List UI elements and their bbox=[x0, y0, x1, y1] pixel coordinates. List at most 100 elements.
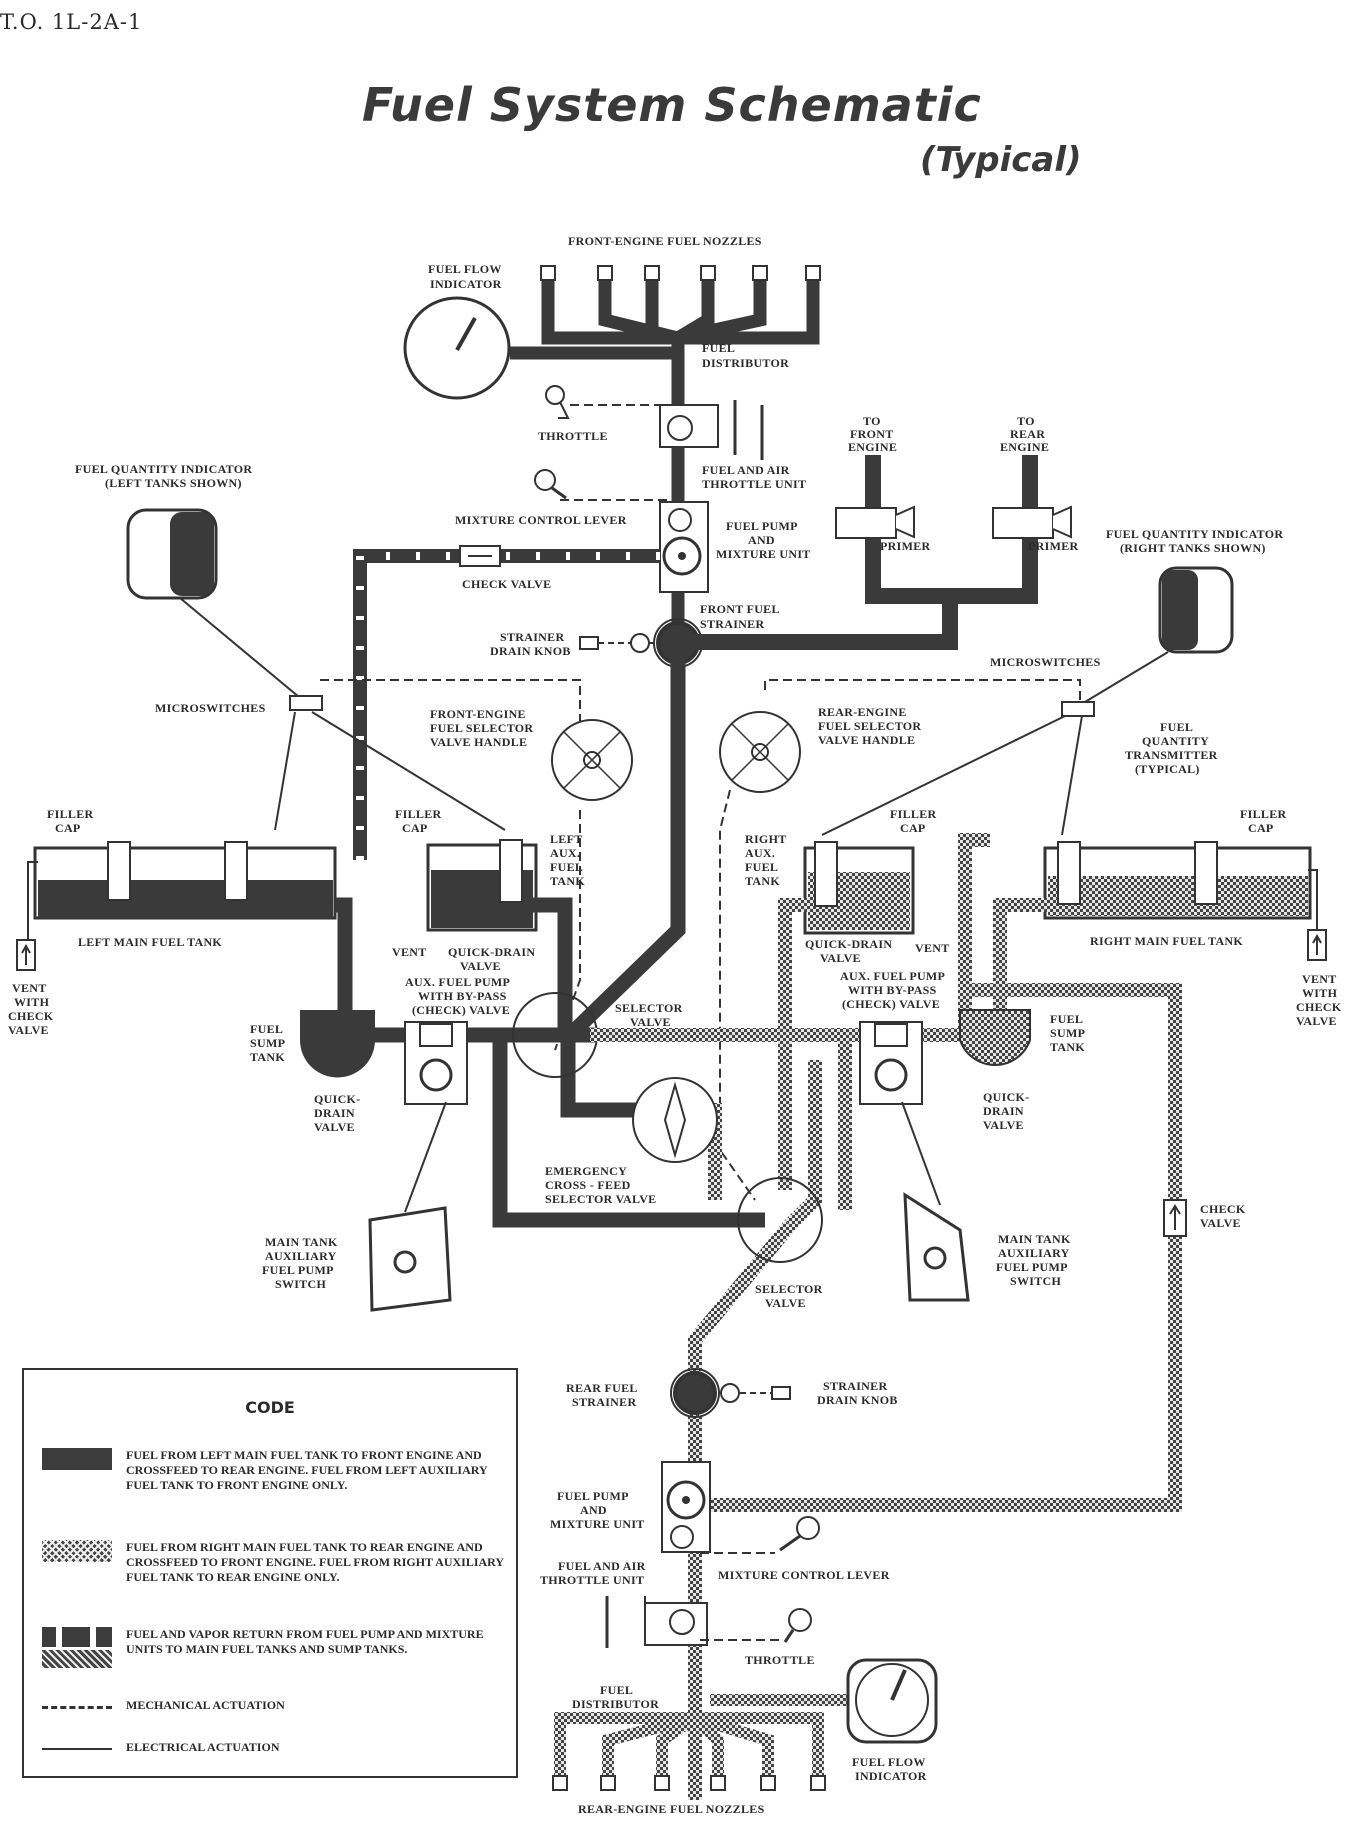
fuel-quantity-indicator-right-icon bbox=[1158, 566, 1234, 654]
legend-item-return: Fuel and vapor return from fuel pump and… bbox=[42, 1627, 506, 1671]
electrical-line-ms-right-2 bbox=[1061, 715, 1083, 836]
label-sump-left-2: SUMP bbox=[250, 1036, 285, 1050]
legend-text: Fuel and vapor return from fuel pump and… bbox=[126, 1627, 484, 1656]
label-selector-valve-front-1: SELECTOR bbox=[615, 1001, 683, 1015]
legend-text: Fuel from left main fuel tank to front e… bbox=[126, 1448, 488, 1492]
label-rear-distributor-1: FUEL bbox=[600, 1683, 633, 1697]
label-sump-right-3: TANK bbox=[1050, 1040, 1085, 1054]
legend-swatch-checkered bbox=[42, 1540, 112, 1562]
mechanical-linkage-rear-selector bbox=[764, 679, 1081, 700]
label-microswitches-left: MICROSWITCHES bbox=[155, 701, 266, 715]
label-primer-left: PRIMER bbox=[880, 539, 930, 553]
microswitch-left-icon bbox=[289, 695, 323, 711]
rear-engine-nozzles bbox=[554, 1694, 850, 1780]
label-fqi-right-2: (RIGHT TANKS SHOWN) bbox=[1120, 541, 1266, 555]
return-line-left bbox=[353, 545, 660, 860]
legend-text: Fuel from right main fuel tank to rear e… bbox=[126, 1540, 504, 1584]
label-right-aux-3: FUEL bbox=[745, 860, 778, 874]
label-front-flow-indicator-2: INDICATOR bbox=[430, 277, 502, 291]
label-left-aux-3: FUEL bbox=[550, 860, 583, 874]
legend-swatch-line bbox=[42, 1748, 112, 1750]
label-rear-selector-handle-2: FUEL SELECTOR bbox=[818, 719, 921, 733]
label-qd-sump-right-3: VALVE bbox=[983, 1118, 1024, 1132]
label-to-front-engine-2: FRONT bbox=[850, 427, 894, 441]
left-aux-fuel-tank bbox=[426, 839, 538, 932]
label-rear-pump-unit-3: MIXTURE UNIT bbox=[550, 1517, 645, 1531]
front-engine-nozzles bbox=[510, 278, 820, 640]
legend-item-mechanical: Mechanical actuation bbox=[42, 1698, 506, 1713]
label-selector-valve-rear-2: VALVE bbox=[765, 1296, 806, 1310]
label-aux-switch-right-1: MAIN TANK bbox=[998, 1232, 1071, 1246]
label-vent-check-left-4: VALVE bbox=[8, 1023, 49, 1037]
label-aux-switch-left-4: SWITCH bbox=[275, 1277, 327, 1291]
aux-pump-switch-left-icon bbox=[368, 1206, 452, 1312]
fuel-sump-tank-left bbox=[300, 1010, 375, 1078]
label-vent-check-left-3: CHECK bbox=[8, 1009, 54, 1023]
label-aux-pump-left-2: WITH BY-PASS bbox=[418, 989, 507, 1003]
mechanical-linkage-rear-valve bbox=[719, 789, 756, 1201]
label-fqi-left-2: (LEFT TANKS SHOWN) bbox=[105, 476, 242, 490]
label-aux-pump-left-1: AUX. FUEL PUMP bbox=[405, 975, 510, 989]
label-left-aux-4: TANK bbox=[550, 874, 585, 888]
label-front-throttle-unit-2: THROTTLE UNIT bbox=[702, 477, 806, 491]
front-mixture-lever-icon bbox=[534, 469, 567, 500]
rear-throttle-unit-icon bbox=[605, 1596, 708, 1648]
strainer-drain-knob-icon-rear bbox=[720, 1383, 791, 1403]
label-vent-right-aux: VENT bbox=[915, 941, 950, 955]
label-emergency-crossfeed-3: SELECTOR VALVE bbox=[545, 1192, 656, 1206]
front-throttle-knob-icon bbox=[545, 385, 570, 419]
page-subtitle: (Typical) bbox=[920, 140, 1082, 180]
label-front-strainer-2: STRAINER bbox=[700, 617, 764, 631]
label-front-selector-handle-1: FRONT-ENGINE bbox=[430, 707, 526, 721]
legend-item-right-fuel: Fuel from right main fuel tank to rear e… bbox=[42, 1540, 506, 1585]
label-check-valve-top: CHECK VALVE bbox=[462, 577, 551, 591]
label-emergency-crossfeed-1: EMERGENCY bbox=[545, 1164, 627, 1178]
label-front-selector-handle-3: VALVE HANDLE bbox=[430, 735, 527, 749]
label-front-flow-indicator-1: FUEL FLOW bbox=[428, 262, 502, 276]
label-rear-throttle: THROTTLE bbox=[745, 1653, 815, 1667]
label-front-selector-handle-2: FUEL SELECTOR bbox=[430, 721, 533, 735]
label-strainer-drain-rear-1: STRAINER bbox=[823, 1379, 887, 1393]
label-rear-flow-indicator-1: FUEL FLOW bbox=[852, 1755, 926, 1769]
rear-pump-mixture-unit-icon bbox=[661, 1461, 711, 1553]
label-selector-valve-front-2: VALVE bbox=[630, 1015, 671, 1029]
front-selector-handle-icon bbox=[551, 719, 633, 801]
label-to-rear-engine-2: REAR bbox=[1010, 427, 1045, 441]
vent-line-right bbox=[1308, 869, 1318, 930]
legend-swatch-return bbox=[42, 1627, 112, 1671]
label-filler-cap-ra-1: FILLER bbox=[890, 807, 937, 821]
label-quick-drain-la-1: QUICK-DRAIN bbox=[448, 945, 535, 959]
label-front-mixture-lever: MIXTURE CONTROL LEVER bbox=[455, 513, 627, 527]
document-id: T.O. 1L-2A-1 bbox=[0, 10, 143, 34]
label-front-distributor-1: FUEL bbox=[702, 341, 735, 355]
front-throttle-unit-icon bbox=[659, 400, 764, 460]
label-to-front-engine-3: ENGINE bbox=[848, 440, 897, 454]
label-strainer-drain-top-1: STRAINER bbox=[500, 630, 564, 644]
label-right-aux-2: AUX. bbox=[745, 846, 775, 860]
label-aux-switch-right-3: FUEL PUMP bbox=[996, 1260, 1068, 1274]
label-front-strainer-1: FRONT FUEL bbox=[700, 602, 780, 616]
label-quick-drain-ra-2: VALVE bbox=[820, 951, 861, 965]
label-sump-left-1: FUEL bbox=[250, 1022, 283, 1036]
label-front-distributor-2: DISTRIBUTOR bbox=[702, 356, 789, 370]
label-rear-pump-unit-2: AND bbox=[580, 1503, 607, 1517]
nozzle-icons-front bbox=[540, 265, 821, 281]
selector-valve-rear-icon bbox=[737, 1177, 823, 1263]
electrical-line-ms-left-1 bbox=[274, 711, 296, 831]
rear-strainer-icon bbox=[670, 1368, 720, 1418]
legend-item-electrical: Electrical actuation bbox=[42, 1740, 506, 1755]
electrical-line-ms-left-2 bbox=[311, 711, 506, 831]
label-rear-selector-handle-3: VALVE HANDLE bbox=[818, 733, 915, 747]
label-sump-right-1: FUEL bbox=[1050, 1012, 1083, 1026]
label-aux-switch-left-1: MAIN TANK bbox=[265, 1235, 338, 1249]
right-main-fuel-tank bbox=[1043, 841, 1312, 920]
rear-throttle-knob-icon bbox=[783, 1608, 812, 1643]
label-right-aux-1: RIGHT bbox=[745, 832, 787, 846]
label-check-valve-right-2: VALVE bbox=[1200, 1216, 1241, 1230]
legend-text: Electrical actuation bbox=[126, 1740, 280, 1754]
front-pump-mixture-unit-icon bbox=[659, 501, 709, 593]
label-filler-cap-rm-1: FILLER bbox=[1240, 807, 1287, 821]
label-vent-check-right-1: VENT bbox=[1302, 972, 1337, 986]
label-front-pump-unit-1: FUEL PUMP bbox=[726, 519, 798, 533]
label-filler-cap-lm-2: CAP bbox=[55, 821, 81, 835]
